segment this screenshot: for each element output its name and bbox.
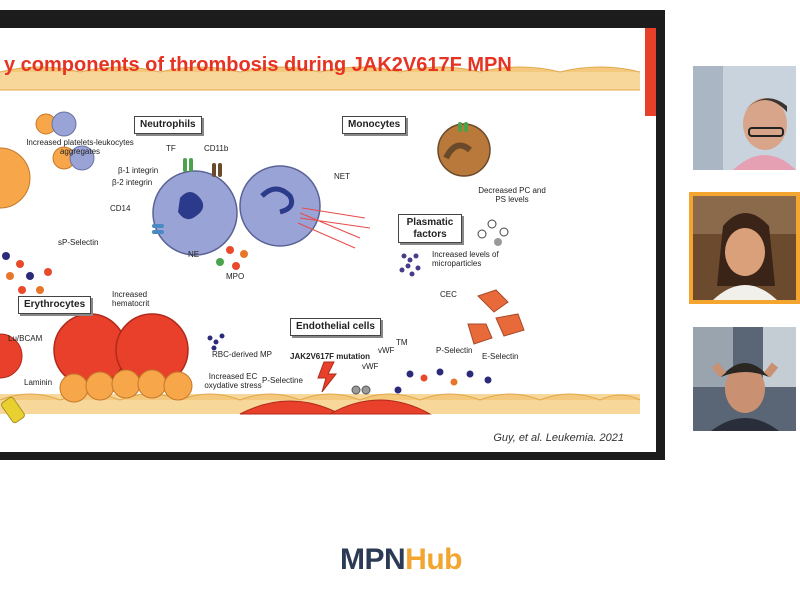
label-platelet-aggregates: Increased platelets-leukocytes aggregate…: [26, 138, 134, 157]
participant-3-avatar: [693, 327, 796, 431]
slide-citation: Guy, et al. Leukemia. 2021: [493, 432, 624, 444]
participant-tile-1[interactable]: [689, 62, 800, 174]
label-tf: TF: [166, 144, 176, 153]
section-erythrocytes: Erythrocytes: [18, 296, 92, 314]
label-vwf-1: vWF: [362, 362, 379, 371]
label-laminin: Laminin: [24, 378, 53, 387]
label-vwf-2: vWF: [378, 346, 395, 355]
label-p-selectine: P-Selectine: [262, 376, 303, 385]
participant-video-2: [693, 196, 796, 300]
label-b1-integrin: β-1 integrin: [118, 166, 159, 175]
shared-screen: y components of thrombosis during JAK2V6…: [0, 10, 665, 460]
label-sp-selectin: sP-Selectin: [58, 238, 99, 247]
label-microparticles: Increased levels of microparticles: [432, 250, 499, 269]
slide-illustration: [0, 66, 641, 424]
label-mpo: MPO: [226, 272, 245, 281]
label-lu-bcam: Lu/BCAM: [8, 334, 43, 343]
participant-tile-2[interactable]: [689, 192, 800, 304]
label-cec: CEC: [440, 290, 457, 299]
label-tm: TM: [396, 338, 408, 347]
participant-video-3: [693, 327, 796, 431]
label-cd14: CD14: [110, 204, 131, 213]
logo-text-mpn: MPN: [340, 543, 406, 576]
section-neutrophils: Neutrophils: [134, 116, 202, 134]
label-rbc-mp: RBC-derived MP: [212, 350, 273, 359]
label-cd11b: CD11b: [204, 144, 229, 153]
logo-text-hub: Hub: [405, 543, 462, 576]
label-pc-ps: Decreased PC and PS levels: [478, 186, 546, 205]
label-b2-integrin: β-2 integrin: [112, 178, 153, 187]
participant-tile-3[interactable]: [689, 323, 800, 435]
participant-video-1: [693, 66, 796, 170]
section-endothelial: Endothelial cells: [290, 318, 381, 336]
label-p-selectin: P-Selectin: [436, 346, 473, 355]
presentation-slide: y components of thrombosis during JAK2V6…: [0, 28, 656, 452]
label-net: NET: [334, 172, 350, 181]
label-ec-stress: Increased EC oxydative stress: [204, 372, 262, 391]
slide-title: y components of thrombosis during JAK2V6…: [4, 54, 512, 76]
slide-accent-bar: [645, 28, 656, 116]
label-e-selectin: E-Selectin: [482, 352, 519, 361]
section-plasmatic: Plasmatic factors: [398, 214, 462, 243]
label-ne: NE: [188, 250, 200, 259]
participant-1-avatar: [693, 66, 796, 170]
section-monocytes: Monocytes: [342, 116, 407, 134]
participant-2-avatar: [693, 196, 796, 300]
mpnhub-logo: MPNHub: [340, 543, 462, 577]
vessel-wall-top: [0, 66, 641, 91]
label-jak2-mutation: JAK2V617F mutation: [290, 352, 371, 361]
label-hematocrit: Increased hematocrit: [112, 290, 150, 309]
